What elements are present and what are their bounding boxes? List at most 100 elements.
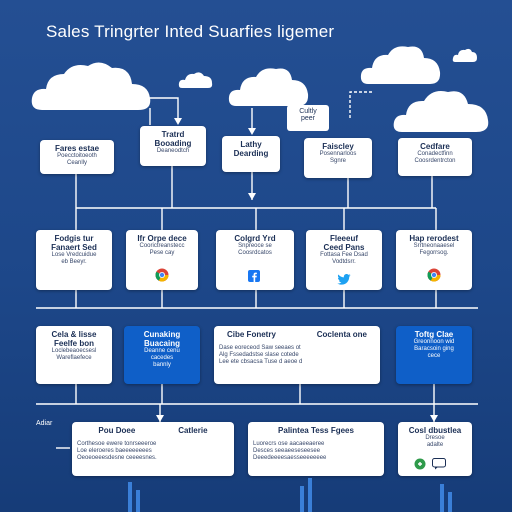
share-icon bbox=[414, 458, 426, 470]
card-heading: Cibe Fonetry bbox=[227, 330, 276, 339]
card-heading: Cela & lisse bbox=[51, 330, 97, 339]
card-text: eb Beeyr. bbox=[61, 259, 87, 265]
card-text: Coorictreanstecc bbox=[139, 243, 185, 249]
card-text: Fegorrsog. bbox=[419, 250, 449, 256]
row1-card-5: Cedfare Conadectfinn Coosrdentrcton bbox=[398, 138, 472, 176]
card-text: Corthesoe ewere tonrseeeroe bbox=[77, 441, 157, 447]
card-heading: Coclenta one bbox=[316, 330, 367, 339]
card-heading: Palintea Tess Fgees bbox=[278, 426, 354, 435]
card-text: Vodtdsrr. bbox=[332, 259, 356, 265]
card-heading: Ifr Orpe dece bbox=[137, 234, 187, 243]
card-text: Lee ete cbsacsa Tuse d aeoe d bbox=[219, 359, 303, 365]
card-text: Greonnoon wid bbox=[413, 339, 455, 345]
card-heading: Feelfe bon bbox=[53, 339, 94, 348]
card-heading: Cedfare bbox=[420, 142, 450, 151]
card-heading: Dearding bbox=[233, 149, 269, 158]
card-heading: Fanaert Sed bbox=[51, 243, 97, 252]
card-text: Dresoe bbox=[425, 435, 445, 441]
row2-card-5: Hap rerodest Srrtneonaaesel Fegorrsog. bbox=[396, 230, 472, 290]
speech-bubble: Cultly peer bbox=[287, 105, 329, 131]
card-text: Poecctoitoeoth bbox=[57, 153, 97, 159]
card-heading: Toftg Clae bbox=[414, 330, 454, 339]
card-header-row: Pou Doee Catlerie bbox=[77, 426, 229, 435]
card-text: Loe eleroeres baeeeeeeees bbox=[77, 448, 152, 454]
card-text: Conadectfinn bbox=[417, 151, 453, 157]
card-text: Loclebeaoecsesl bbox=[51, 348, 97, 354]
card-heading: Fodgis tur bbox=[54, 234, 94, 243]
card-text: Srrtneonaaesel bbox=[413, 243, 455, 249]
card-text: Pese cay bbox=[149, 250, 175, 256]
card-text: Deaneodtch bbox=[156, 148, 190, 154]
card-text: Deanne cenu bbox=[144, 348, 180, 354]
row1-card-4: Faiscley Posennarloos Sgnre bbox=[304, 138, 372, 178]
card-heading: Cosl dbustlea bbox=[408, 426, 462, 435]
row3-card-1: Cela & lisse Feelfe bon Loclebeaoecsesl … bbox=[36, 326, 112, 384]
row2-card-3: Colgrd Yrd Snpreoce se Coosrdcatos bbox=[216, 230, 294, 290]
decor-bar bbox=[440, 484, 444, 512]
card-heading: Colgrd Yrd bbox=[234, 234, 276, 243]
card-heading: Catlerie bbox=[178, 426, 208, 435]
card-text: Ceanlly bbox=[66, 160, 87, 166]
cloud-icon bbox=[228, 68, 309, 106]
cloud-icon bbox=[360, 46, 441, 84]
twitter-icon bbox=[337, 274, 351, 285]
card-heading: Hap rerodest bbox=[409, 234, 459, 243]
card-text: cacedes bbox=[150, 355, 174, 361]
card-text: adalte bbox=[426, 442, 444, 448]
row2-card-4: Fleeeuf Ceed Pans Fottasa Fee Dsad Vodtd… bbox=[306, 230, 382, 290]
card-text: Desces seeaeeseseesee bbox=[253, 448, 321, 454]
cloud-icon bbox=[178, 72, 213, 88]
row4-card-3: Cosl dbustlea Dresoe adalte bbox=[398, 422, 472, 476]
card-heading: Buacaing bbox=[143, 339, 180, 348]
card-text: bannly bbox=[153, 362, 171, 368]
bubble-line-2: peer bbox=[300, 115, 315, 122]
row3-card-2: Cunaking Buacaing Deanne cenu cacedes ba… bbox=[124, 326, 200, 384]
card-text: Snpreoce se bbox=[238, 243, 272, 249]
chrome-icon bbox=[427, 268, 441, 282]
page-title: Sales Tringrter Inted Suarfies ligemer bbox=[46, 22, 335, 41]
bubble-line-1: Cultly bbox=[299, 108, 317, 115]
chat-icon bbox=[432, 458, 446, 470]
card-heading: Ceed Pans bbox=[323, 243, 365, 252]
cloud-icon bbox=[452, 48, 477, 62]
row1-card-2: Tratrd Booading Deaneodtch bbox=[140, 126, 206, 166]
facebook-icon bbox=[248, 270, 260, 282]
card-text: Wareflaefece bbox=[56, 355, 92, 361]
card-heading: Booading bbox=[154, 139, 192, 148]
card-heading: Faiscley bbox=[322, 142, 354, 151]
cloud-icon bbox=[31, 62, 151, 110]
chrome-icon bbox=[155, 268, 169, 282]
row4-card-2: Palintea Tess Fgees Luorecrs ose aacaeea… bbox=[248, 422, 384, 476]
card-text: Oeoeoeeesdesne ceeeesnes. bbox=[77, 455, 157, 461]
decor-bar bbox=[300, 486, 304, 512]
card-text: Alg Fssedadstse slase cotede bbox=[219, 352, 299, 358]
card-text: Posennarloos bbox=[319, 151, 357, 157]
row3-card-4: Toftg Clae Greonnoon wid Baracsoin ging … bbox=[396, 326, 472, 384]
card-header-row: Cibe Fonetry Coclenta one bbox=[219, 330, 375, 339]
card-text: cece bbox=[427, 353, 441, 359]
card-text: Baracsoin ging bbox=[414, 346, 454, 352]
row3-card-3: Cibe Fonetry Coclenta one Dase eoreceod … bbox=[214, 326, 380, 384]
row1-card-3: Lathy Dearding bbox=[222, 136, 280, 172]
side-label: Adiar bbox=[36, 420, 53, 427]
card-text: Coosrdcatos bbox=[238, 250, 272, 256]
card-heading: Cunaking bbox=[143, 330, 181, 339]
card-text: Dase eoreceod Saw seeaes ot bbox=[219, 345, 301, 351]
decor-bar bbox=[448, 492, 452, 512]
card-heading: Pou Doee bbox=[98, 426, 136, 435]
row2-card-2: Ifr Orpe dece Coorictreanstecc Pese cay bbox=[126, 230, 198, 290]
card-text: Sgnre bbox=[329, 158, 346, 164]
row1-card-1: Fares estae Poecctoitoeoth Ceanlly bbox=[40, 140, 114, 174]
cloud-icon bbox=[393, 91, 489, 132]
card-text: Coosrdentrcton bbox=[414, 158, 456, 164]
card-text: Fottasa Fee Dsad bbox=[320, 252, 368, 258]
decor-bar bbox=[128, 482, 132, 512]
row2-card-1: Fodgis tur Fanaert Sed Lose Vredcuidue e… bbox=[36, 230, 112, 290]
card-text: Luorecrs ose aacaeeaeree bbox=[253, 441, 325, 447]
card-heading: Fleeeuf bbox=[329, 234, 358, 243]
card-text: Deeedeeeesaesseeeeeeee bbox=[253, 455, 327, 461]
card-heading: Lathy bbox=[240, 140, 262, 149]
decor-bar bbox=[136, 490, 140, 512]
